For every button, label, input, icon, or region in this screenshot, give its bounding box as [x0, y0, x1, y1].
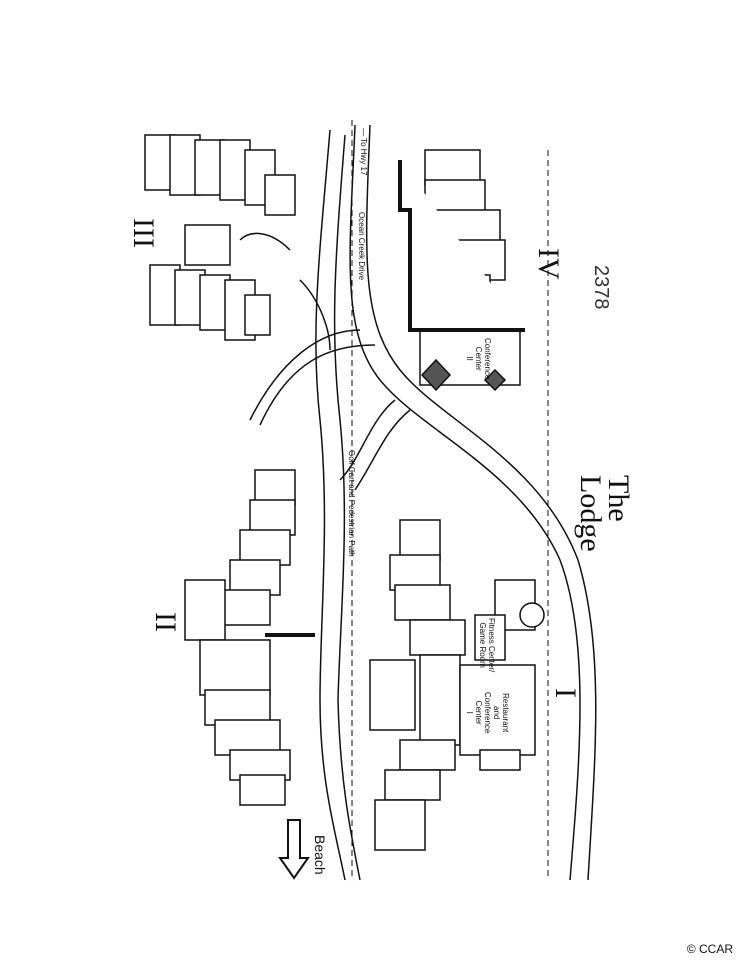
ocean-creek-drive-edge	[365, 124, 597, 881]
map-title: The Lodge	[574, 475, 635, 552]
building-section-i	[369, 519, 545, 851]
label-line: II	[465, 356, 474, 361]
label-line: Fitness Center/	[487, 618, 496, 673]
road-label-golf-path: Golf Cart and Pedestrian Path	[347, 450, 356, 557]
section-label-i: I	[549, 688, 582, 698]
fitness-center-label: Fitness Center/ Game Room	[478, 618, 496, 672]
label-line: Conference	[483, 338, 492, 380]
label-line: Center	[474, 346, 483, 371]
road-label-to-hwy: — To Hwy 17	[359, 128, 368, 176]
label-line: Restaurant	[501, 693, 510, 733]
label-line: Game Room	[478, 622, 487, 668]
label-line: and	[492, 706, 501, 720]
road-label-ocean-creek: Ocean Creek Drive	[357, 212, 366, 281]
section-label-iv: IV	[532, 248, 565, 280]
building-section-iv	[398, 149, 525, 392]
label-line: I	[465, 711, 474, 714]
building-section-iii	[144, 134, 296, 341]
restaurant-label: Restaurant and Conference Center I	[465, 692, 510, 733]
ocean-creek-drive-edge	[349, 124, 581, 881]
section-label-ii: II	[149, 612, 182, 632]
beach-label: Beach	[312, 835, 328, 875]
map-title-line: Lodge	[574, 475, 607, 552]
copyright-label: © CCAR	[686, 942, 733, 956]
building-section-ii	[184, 469, 315, 806]
golf-path	[333, 134, 361, 881]
map-title-line: The	[602, 475, 635, 522]
conference-center-ii-label: Conference Center II	[465, 338, 492, 379]
beach-arrow-icon	[278, 819, 310, 880]
label-line: Conference	[483, 692, 492, 734]
handwritten-number: 2378	[590, 265, 612, 310]
golf-path	[315, 129, 346, 881]
section-label-iii: III	[127, 218, 160, 248]
label-line: Center	[474, 700, 483, 725]
